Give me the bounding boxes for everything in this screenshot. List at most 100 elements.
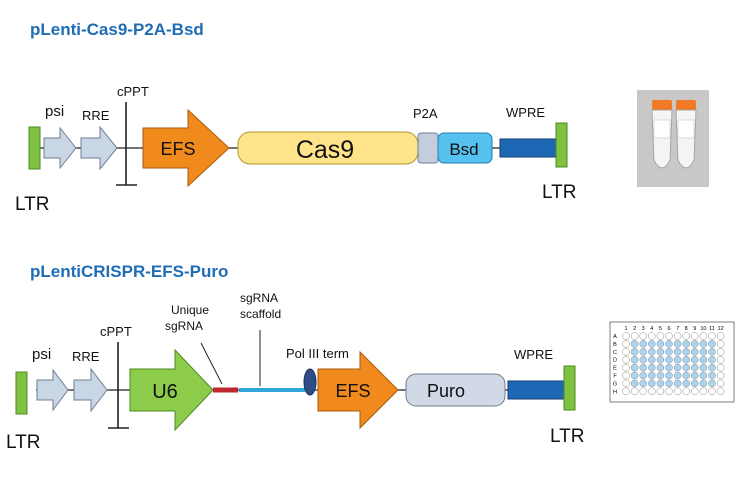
efs-promoter-2 bbox=[317, 350, 399, 430]
psi-arrow-1 bbox=[43, 126, 77, 170]
plate-well bbox=[622, 387, 630, 396]
plate-well bbox=[656, 355, 665, 364]
plate-well bbox=[716, 355, 725, 364]
plate-well bbox=[673, 371, 682, 380]
plate-well bbox=[691, 379, 699, 388]
rre-arrow-2 bbox=[73, 367, 108, 413]
plate-well bbox=[656, 371, 665, 380]
plate-well bbox=[622, 348, 630, 356]
plate-well bbox=[648, 363, 656, 372]
plate-well bbox=[682, 387, 690, 396]
plate-column-label: 6 bbox=[667, 326, 670, 332]
plate-well bbox=[665, 355, 673, 364]
pol3-label: Pol III term bbox=[286, 346, 349, 361]
plate-well bbox=[622, 332, 630, 340]
plate-well bbox=[716, 379, 725, 388]
rre-label-1: RRE bbox=[82, 108, 110, 123]
plate-well bbox=[656, 348, 665, 356]
plate-well bbox=[708, 355, 716, 364]
plate-well bbox=[691, 348, 699, 356]
plate-well bbox=[699, 332, 708, 340]
plate-well bbox=[656, 332, 665, 340]
tube2-cap bbox=[676, 100, 696, 110]
plate-well bbox=[665, 387, 673, 396]
construct1-map: LTR psi RRE cPPT EFS Cas9 P2A Bsd WPRE L… bbox=[15, 84, 576, 215]
puro-gene bbox=[405, 373, 506, 407]
plate-well bbox=[699, 340, 708, 348]
tube1-body bbox=[651, 109, 673, 169]
plate-well bbox=[691, 387, 699, 396]
ltr-right-2 bbox=[563, 365, 576, 411]
virus-tubes-photo bbox=[637, 90, 709, 187]
plate-row-label: C bbox=[613, 350, 617, 356]
p2a-label: P2A bbox=[413, 106, 438, 121]
plate-well bbox=[716, 371, 725, 380]
plate-column-label: 10 bbox=[700, 326, 706, 332]
plate-row-label: H bbox=[613, 389, 617, 395]
plate-column-label: 11 bbox=[709, 326, 715, 332]
plate-well bbox=[691, 332, 699, 340]
wpre-element-2 bbox=[507, 380, 565, 400]
plate-well bbox=[639, 363, 647, 372]
plate-well bbox=[708, 332, 716, 340]
plate-well bbox=[699, 348, 708, 356]
plate-well bbox=[648, 340, 656, 348]
tube2-body bbox=[675, 109, 697, 169]
psi-label-2: psi bbox=[32, 346, 51, 363]
tube1-cap bbox=[652, 100, 672, 110]
plate-well bbox=[682, 340, 690, 348]
plate-well bbox=[673, 363, 682, 372]
efs-label-2: EFS bbox=[335, 381, 370, 401]
plate-column-label: 7 bbox=[676, 326, 679, 332]
cppt-label-1: cPPT bbox=[117, 84, 149, 99]
plate-well bbox=[708, 379, 716, 388]
bsd-gene bbox=[437, 132, 493, 164]
plate-well bbox=[639, 371, 647, 380]
plate-well bbox=[708, 340, 716, 348]
plate-row-label: A bbox=[613, 334, 617, 340]
scaffold-label-line1: sgRNA bbox=[240, 291, 278, 305]
plate-well bbox=[665, 363, 673, 372]
psi-arrow-2 bbox=[36, 368, 69, 412]
plate-well bbox=[639, 340, 647, 348]
plate-column-label: 3 bbox=[642, 326, 645, 332]
plate-well bbox=[699, 379, 708, 388]
plate-well bbox=[622, 340, 630, 348]
plate-well bbox=[639, 348, 647, 356]
ltr-right-label-1: LTR bbox=[542, 182, 576, 203]
plate-column-label: 2 bbox=[633, 326, 636, 332]
unique-sgrna-pointer bbox=[200, 342, 223, 385]
puro-label: Puro bbox=[427, 381, 465, 401]
plate-well bbox=[639, 379, 647, 388]
plate-well bbox=[639, 332, 647, 340]
p2a-element bbox=[417, 132, 439, 164]
plate-well bbox=[630, 363, 639, 372]
plate-well bbox=[673, 348, 682, 356]
plate-well bbox=[716, 340, 725, 348]
plate-well bbox=[682, 379, 690, 388]
plate-row-label: D bbox=[613, 358, 617, 364]
plate-well bbox=[673, 340, 682, 348]
pol3-terminator bbox=[303, 368, 317, 396]
ltr-right-label-2: LTR bbox=[550, 426, 584, 447]
plate-well bbox=[716, 332, 725, 340]
plate-column-label: 9 bbox=[693, 326, 696, 332]
unique-sgrna-label-line2: sgRNA bbox=[165, 319, 203, 333]
plate-well bbox=[622, 355, 630, 364]
construct1-title: pLenti-Cas9-P2A-Bsd bbox=[30, 20, 204, 39]
cas9-label: Cas9 bbox=[296, 136, 354, 164]
plate-well bbox=[699, 387, 708, 396]
cppt-label-2: cPPT bbox=[100, 324, 132, 339]
plate-well bbox=[708, 363, 716, 372]
plate-well bbox=[682, 332, 690, 340]
plate-well bbox=[665, 348, 673, 356]
plate-well bbox=[656, 363, 665, 372]
plate-well bbox=[691, 363, 699, 372]
plate-well bbox=[648, 332, 656, 340]
plate-well bbox=[691, 355, 699, 364]
plate-well bbox=[691, 340, 699, 348]
plate-well bbox=[699, 371, 708, 380]
